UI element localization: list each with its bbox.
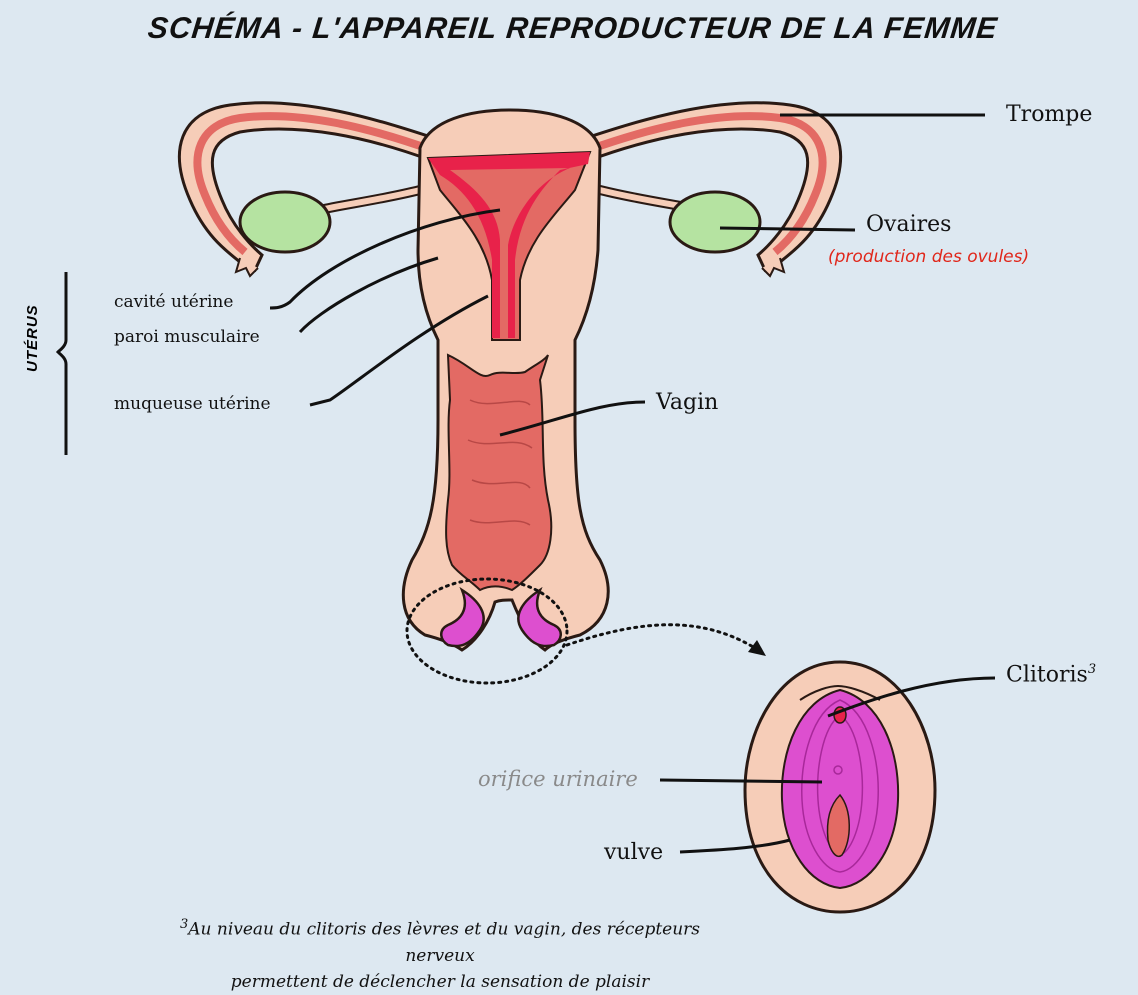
diagram-title: SCHÉMA - L'APPAREIL REPRODUCTEUR DE LA F… xyxy=(146,12,999,46)
label-clitoris-sup: 3 xyxy=(1088,662,1096,677)
zoom-arrow xyxy=(567,625,755,648)
label-uterus-group: UTÉRUS xyxy=(24,304,41,372)
label-clitoris: Clitoris3 xyxy=(1006,662,1096,687)
label-orifice-urinaire: orifice urinaire xyxy=(478,767,638,791)
footnote: 3Au niveau du clitoris des lèvres et du … xyxy=(150,912,730,995)
label-cavite-uterine: cavité utérine xyxy=(114,292,233,312)
ovary-left xyxy=(240,192,330,252)
label-vulve: vulve xyxy=(604,840,663,865)
label-trompe: Trompe xyxy=(1006,102,1092,127)
footnote-line-2: permettent de déclencher la sensation de… xyxy=(150,969,730,995)
label-muqueuse-uterine: muqueuse utérine xyxy=(114,394,271,414)
vulva-detail xyxy=(745,662,935,912)
label-ovaires-note: (production des ovules) xyxy=(828,247,1029,267)
ovary-right xyxy=(670,192,760,252)
footnote-sup: 3 xyxy=(180,917,188,932)
label-ovaires: Ovaires xyxy=(866,212,951,237)
footnote-line-1-text: Au niveau du clitoris des lèvres et du v… xyxy=(188,920,700,966)
footnote-line-1: 3Au niveau du clitoris des lèvres et du … xyxy=(150,912,730,969)
vagina xyxy=(446,355,551,590)
label-paroi-musculaire: paroi musculaire xyxy=(114,327,260,347)
label-vagin: Vagin xyxy=(656,390,718,415)
label-clitoris-text: Clitoris xyxy=(1006,662,1088,687)
